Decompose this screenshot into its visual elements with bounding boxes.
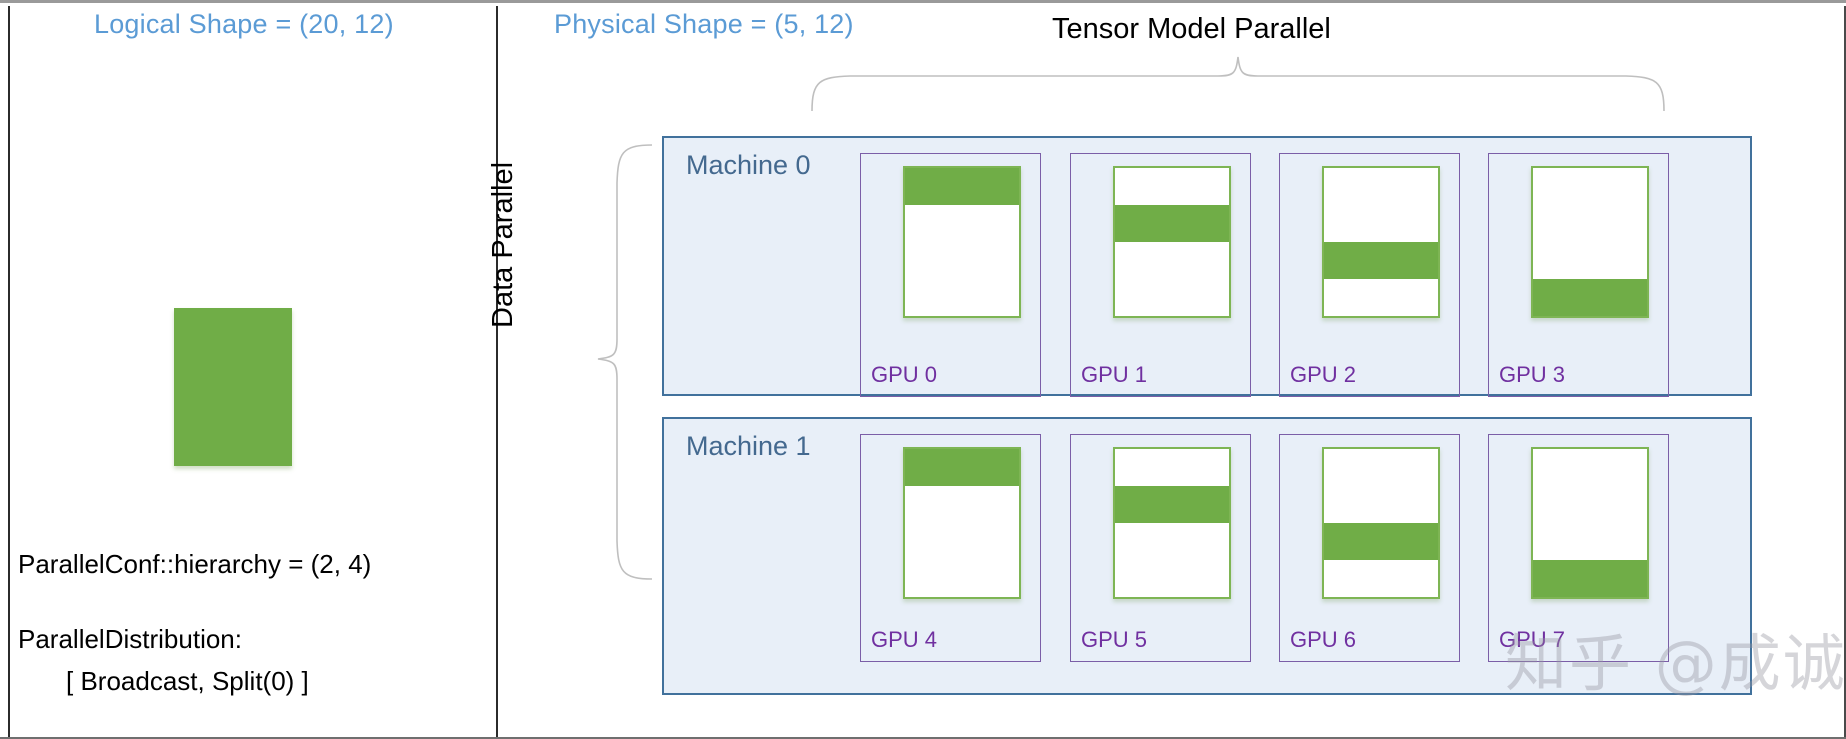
- paralleldistribution-value: [ Broadcast, Split(0) ]: [66, 666, 309, 696]
- gpu-label-3: GPU 3: [1499, 362, 1566, 387]
- gpu-label-6: GPU 6: [1290, 627, 1357, 652]
- gpu-tensor-block-3: [1531, 166, 1649, 318]
- gpu-card-2[interactable]: GPU 2: [1279, 153, 1460, 397]
- gpu-tensor-fill-0: [905, 168, 1019, 205]
- gpu-tensor-block-5: [1113, 447, 1231, 599]
- paralleldistribution-label: ParallelDistribution:: [18, 624, 242, 654]
- gpu-tensor-block-4: [903, 447, 1021, 599]
- gpu-tensor-fill-2: [1324, 242, 1438, 279]
- tensor-model-parallel-brace-icon: [811, 56, 1665, 112]
- gpu-card-7[interactable]: GPU 7: [1488, 434, 1669, 662]
- gpu-tensor-block-2: [1322, 166, 1440, 318]
- machine-panel-0: Machine 0 GPU 0 GPU 1 GPU 2 GPU 3: [662, 136, 1752, 397]
- panel-divider: [496, 6, 498, 737]
- gpu-label-4: GPU 4: [871, 627, 938, 652]
- data-parallel-brace-icon: [597, 144, 653, 580]
- gpu-label-7: GPU 7: [1499, 627, 1566, 652]
- gpu-tensor-fill-6: [1324, 523, 1438, 560]
- gpu-card-0[interactable]: GPU 0: [860, 153, 1041, 397]
- machine-panel-1: Machine 1 GPU 4 GPU 5 GPU 6 GPU 7: [662, 417, 1752, 695]
- gpu-card-5[interactable]: GPU 5: [1070, 434, 1251, 662]
- figure-right-border: [1844, 6, 1846, 737]
- logical-tensor-block: [174, 308, 292, 466]
- gpu-card-3[interactable]: GPU 3: [1488, 153, 1669, 397]
- gpu-tensor-fill-1: [1115, 205, 1229, 242]
- gpu-tensor-fill-4: [905, 449, 1019, 486]
- gpu-tensor-block-7: [1531, 447, 1649, 599]
- gpu-tensor-fill-7: [1533, 560, 1647, 597]
- parallelconf-hierarchy-text: ParallelConf::hierarchy = (2, 4): [18, 549, 372, 579]
- gpu-card-4[interactable]: GPU 4: [860, 434, 1041, 662]
- tensor-model-parallel-title: Tensor Model Parallel: [1052, 13, 1331, 45]
- gpu-tensor-fill-5: [1115, 486, 1229, 523]
- figure-left-border: [8, 6, 10, 737]
- gpu-tensor-block-1: [1113, 166, 1231, 318]
- gpu-tensor-fill-3: [1533, 279, 1647, 316]
- machine-label-1: Machine 1: [686, 431, 811, 461]
- gpu-label-0: GPU 0: [871, 362, 938, 387]
- physical-shape-heading: Physical Shape = (5, 12): [554, 9, 854, 39]
- gpu-tensor-block-6: [1322, 447, 1440, 599]
- gpu-label-5: GPU 5: [1081, 627, 1148, 652]
- gpu-label-1: GPU 1: [1081, 362, 1148, 387]
- gpu-label-2: GPU 2: [1290, 362, 1357, 387]
- logical-shape-heading: Logical Shape = (20, 12): [94, 9, 394, 39]
- machine-label-0: Machine 0: [686, 150, 811, 180]
- data-parallel-title: Data Parallel: [487, 161, 519, 328]
- gpu-tensor-block-0: [903, 166, 1021, 318]
- gpu-card-1[interactable]: GPU 1: [1070, 153, 1251, 397]
- gpu-card-6[interactable]: GPU 6: [1279, 434, 1460, 662]
